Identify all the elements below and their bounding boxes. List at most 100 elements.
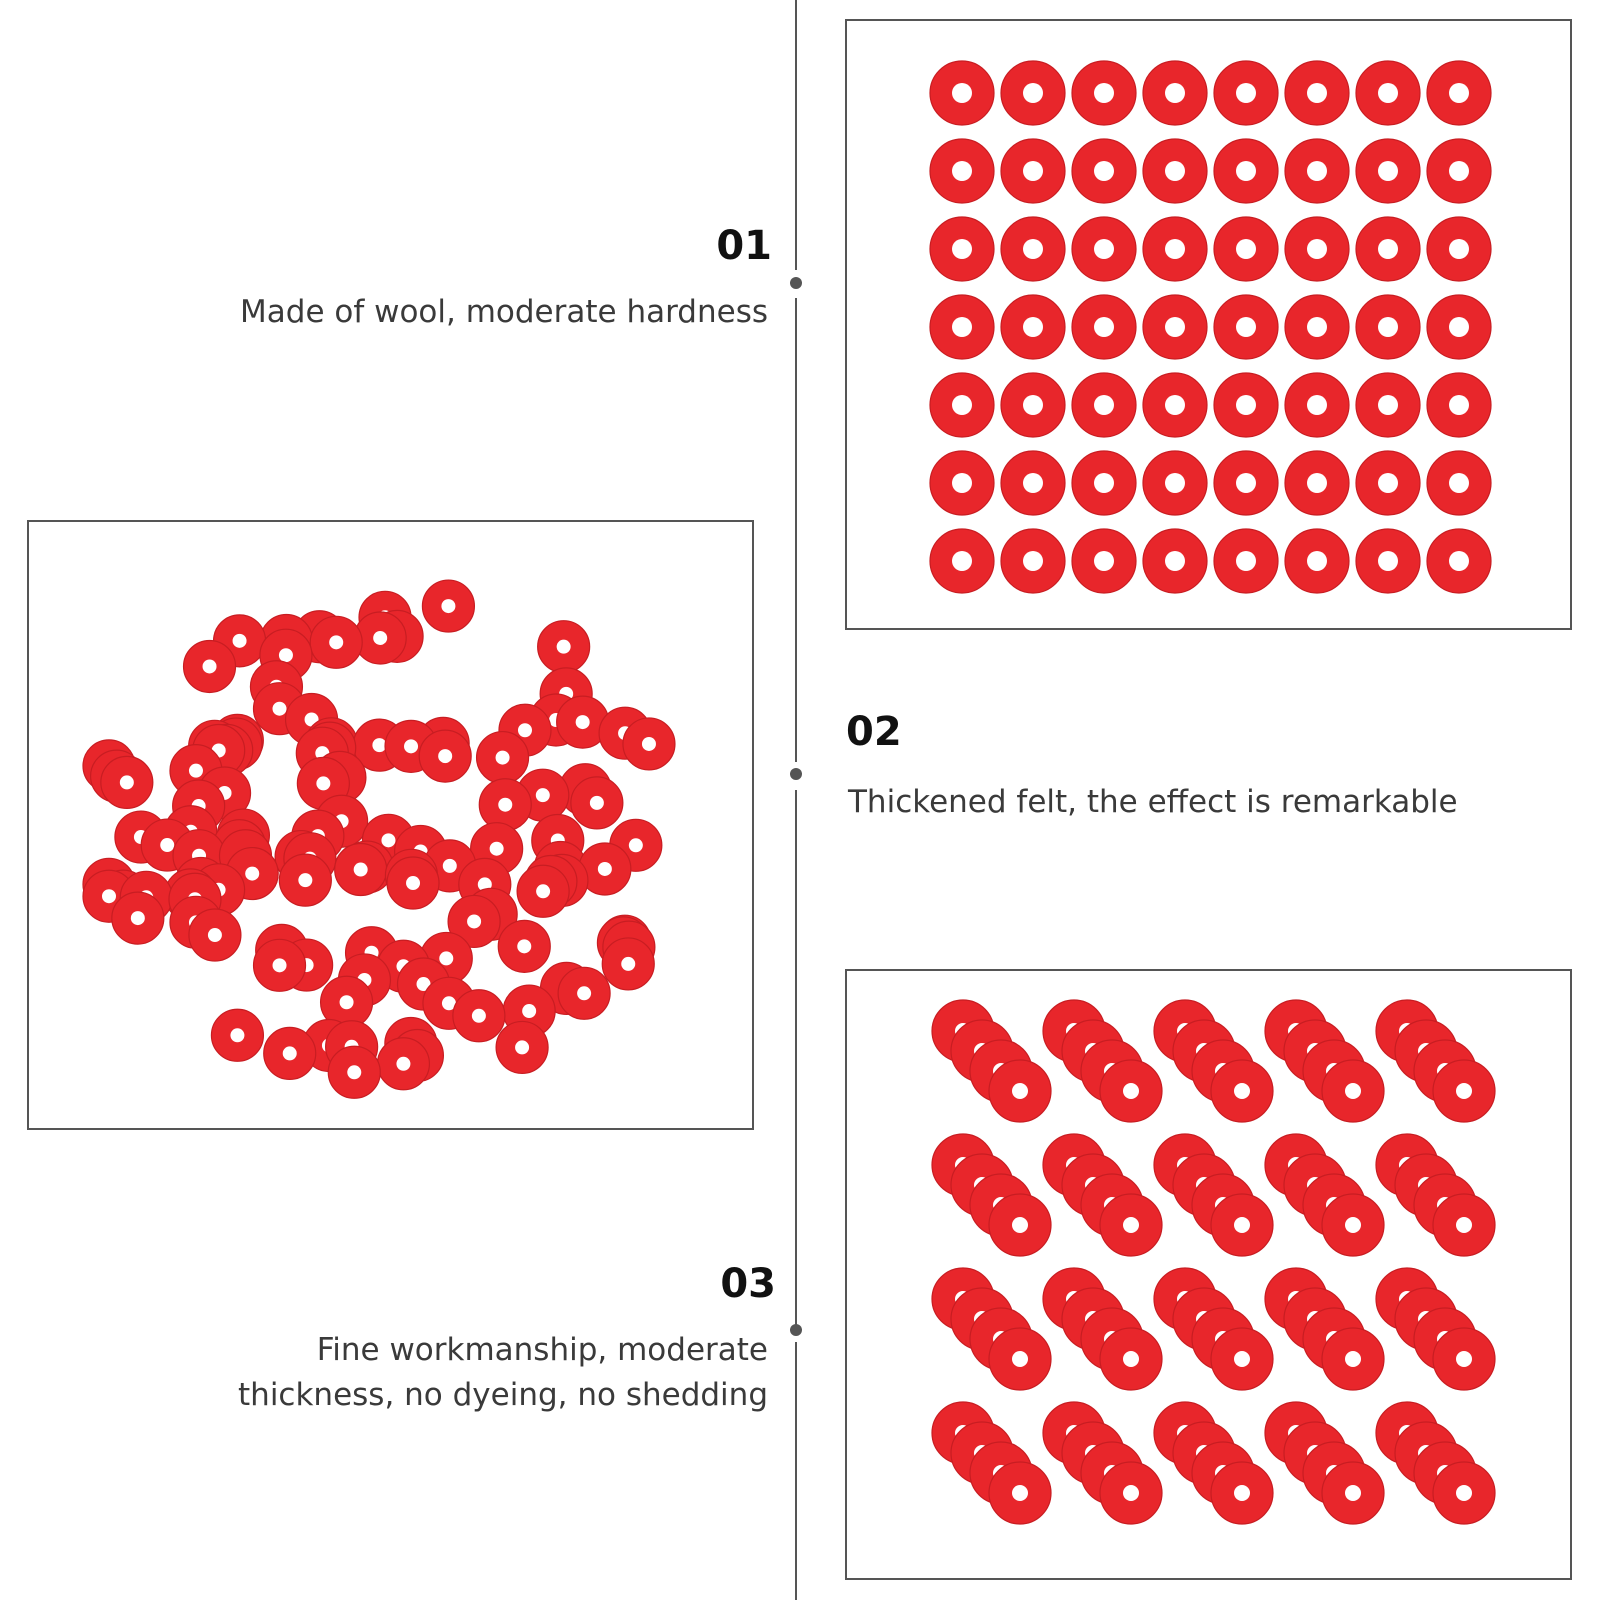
washer	[1000, 60, 1066, 126]
washer	[929, 528, 995, 594]
washer	[188, 908, 242, 962]
washer	[1355, 138, 1421, 204]
washer	[1142, 60, 1208, 126]
washer	[1321, 1193, 1385, 1257]
washer	[263, 1026, 317, 1081]
washer	[386, 856, 440, 910]
product-image-stacks	[845, 969, 1572, 1580]
washer	[1426, 450, 1492, 516]
washer	[1284, 216, 1350, 282]
washer	[557, 966, 611, 1020]
washer	[1321, 1059, 1385, 1123]
timeline-line	[795, 0, 797, 270]
washer	[1210, 1059, 1274, 1123]
washer	[1142, 216, 1208, 282]
washer	[1099, 1327, 1163, 1391]
timeline-dot-02	[790, 768, 802, 780]
washer	[1284, 294, 1350, 360]
washer	[988, 1461, 1052, 1525]
felt-washers-stacked-photo	[931, 999, 1496, 1525]
feature-text-03-line-2: thickness, no dyeing, no shedding	[238, 1377, 768, 1413]
washer	[1284, 528, 1350, 594]
washer	[309, 615, 363, 669]
washer	[1099, 1461, 1163, 1525]
washer	[1284, 60, 1350, 126]
washer	[1213, 138, 1279, 204]
feature-number-01: 01	[716, 223, 772, 269]
washer	[475, 730, 530, 785]
washer	[497, 919, 551, 973]
washer	[1355, 528, 1421, 594]
washer	[1210, 1461, 1274, 1525]
washer	[1099, 1059, 1163, 1123]
washer	[929, 216, 995, 282]
washer	[1071, 138, 1137, 204]
washer	[452, 989, 506, 1043]
washer	[929, 60, 995, 126]
washer	[1213, 372, 1279, 438]
washer	[1000, 216, 1066, 282]
washer	[1321, 1461, 1385, 1525]
washer	[1355, 60, 1421, 126]
washer	[929, 138, 995, 204]
washer	[929, 450, 995, 516]
timeline-line	[795, 790, 797, 1330]
washer	[418, 729, 472, 783]
washer	[1142, 450, 1208, 516]
washer	[1213, 450, 1279, 516]
washer	[421, 579, 476, 633]
washer	[1432, 1461, 1496, 1525]
washer	[1432, 1327, 1496, 1391]
feature-number-03: 03	[720, 1261, 776, 1307]
washer	[1426, 60, 1492, 126]
washer	[1142, 294, 1208, 360]
washer	[210, 1008, 265, 1062]
product-image-scattered	[27, 520, 754, 1130]
washer	[1355, 450, 1421, 516]
washer	[516, 864, 570, 918]
washer	[1000, 138, 1066, 204]
washer	[478, 778, 532, 832]
washer	[537, 620, 591, 674]
washer	[334, 842, 388, 897]
timeline-line	[795, 298, 797, 762]
washer	[988, 1327, 1052, 1391]
washer	[1142, 528, 1208, 594]
feature-text-03-line-1: Fine workmanship, moderate	[316, 1332, 768, 1368]
washer	[278, 853, 332, 907]
washer	[601, 937, 655, 991]
washer	[1071, 528, 1137, 594]
washer	[1000, 450, 1066, 516]
washer	[1000, 294, 1066, 360]
washer	[111, 891, 165, 945]
washer	[1355, 216, 1421, 282]
washer	[1355, 372, 1421, 438]
washer	[252, 938, 307, 992]
washer	[1321, 1327, 1385, 1391]
washer	[1426, 528, 1492, 594]
felt-washers-grid-photo	[929, 60, 1492, 594]
washer	[1142, 138, 1208, 204]
washer	[447, 894, 501, 949]
washer	[622, 717, 676, 771]
washer	[929, 372, 995, 438]
washer	[1284, 138, 1350, 204]
washer	[376, 1037, 431, 1091]
washer	[1432, 1059, 1496, 1123]
washer	[327, 1045, 381, 1099]
washer	[1210, 1193, 1274, 1257]
washer	[556, 695, 610, 749]
washer	[1071, 450, 1137, 516]
timeline-line	[795, 1342, 797, 1600]
washer	[1426, 294, 1492, 360]
washer	[1071, 372, 1137, 438]
washer	[1099, 1193, 1163, 1257]
washer	[1426, 216, 1492, 282]
washer	[1213, 528, 1279, 594]
washer	[1210, 1327, 1274, 1391]
washer	[988, 1193, 1052, 1257]
feature-text-02: Thickened felt, the effect is remarkable	[848, 784, 1458, 820]
washer	[1071, 216, 1137, 282]
product-image-grid	[845, 19, 1572, 630]
washer	[1355, 294, 1421, 360]
